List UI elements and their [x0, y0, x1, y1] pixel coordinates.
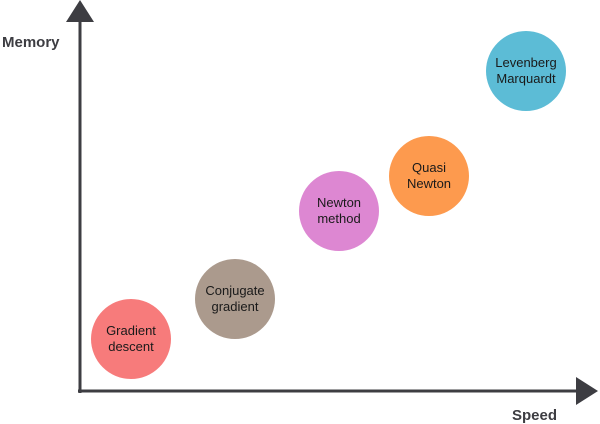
method-circle — [486, 31, 566, 111]
method-label-line: Levenberg — [495, 55, 556, 70]
method-label-line: Gradient — [106, 323, 156, 338]
method-label-line: method — [317, 211, 360, 226]
x-axis-label: Speed — [512, 407, 557, 424]
method-circle — [195, 259, 275, 339]
method-label-line: Newton — [407, 176, 451, 191]
method-label-line: Quasi — [412, 160, 446, 175]
method-circle — [299, 171, 379, 251]
method-label-line: Newton — [317, 195, 361, 210]
x-axis-arrow-icon — [576, 377, 598, 405]
y-axis-arrow-icon — [66, 0, 94, 22]
method-label-line: gradient — [212, 299, 259, 314]
method-circle — [389, 136, 469, 216]
method-nodes: GradientdescentConjugategradientNewtonme… — [91, 31, 566, 379]
y-axis-label: Memory — [2, 34, 60, 51]
method-circle — [91, 299, 171, 379]
method-label-line: Marquardt — [496, 71, 556, 86]
method-label-line: descent — [108, 339, 154, 354]
method-label-line: Conjugate — [205, 283, 264, 298]
